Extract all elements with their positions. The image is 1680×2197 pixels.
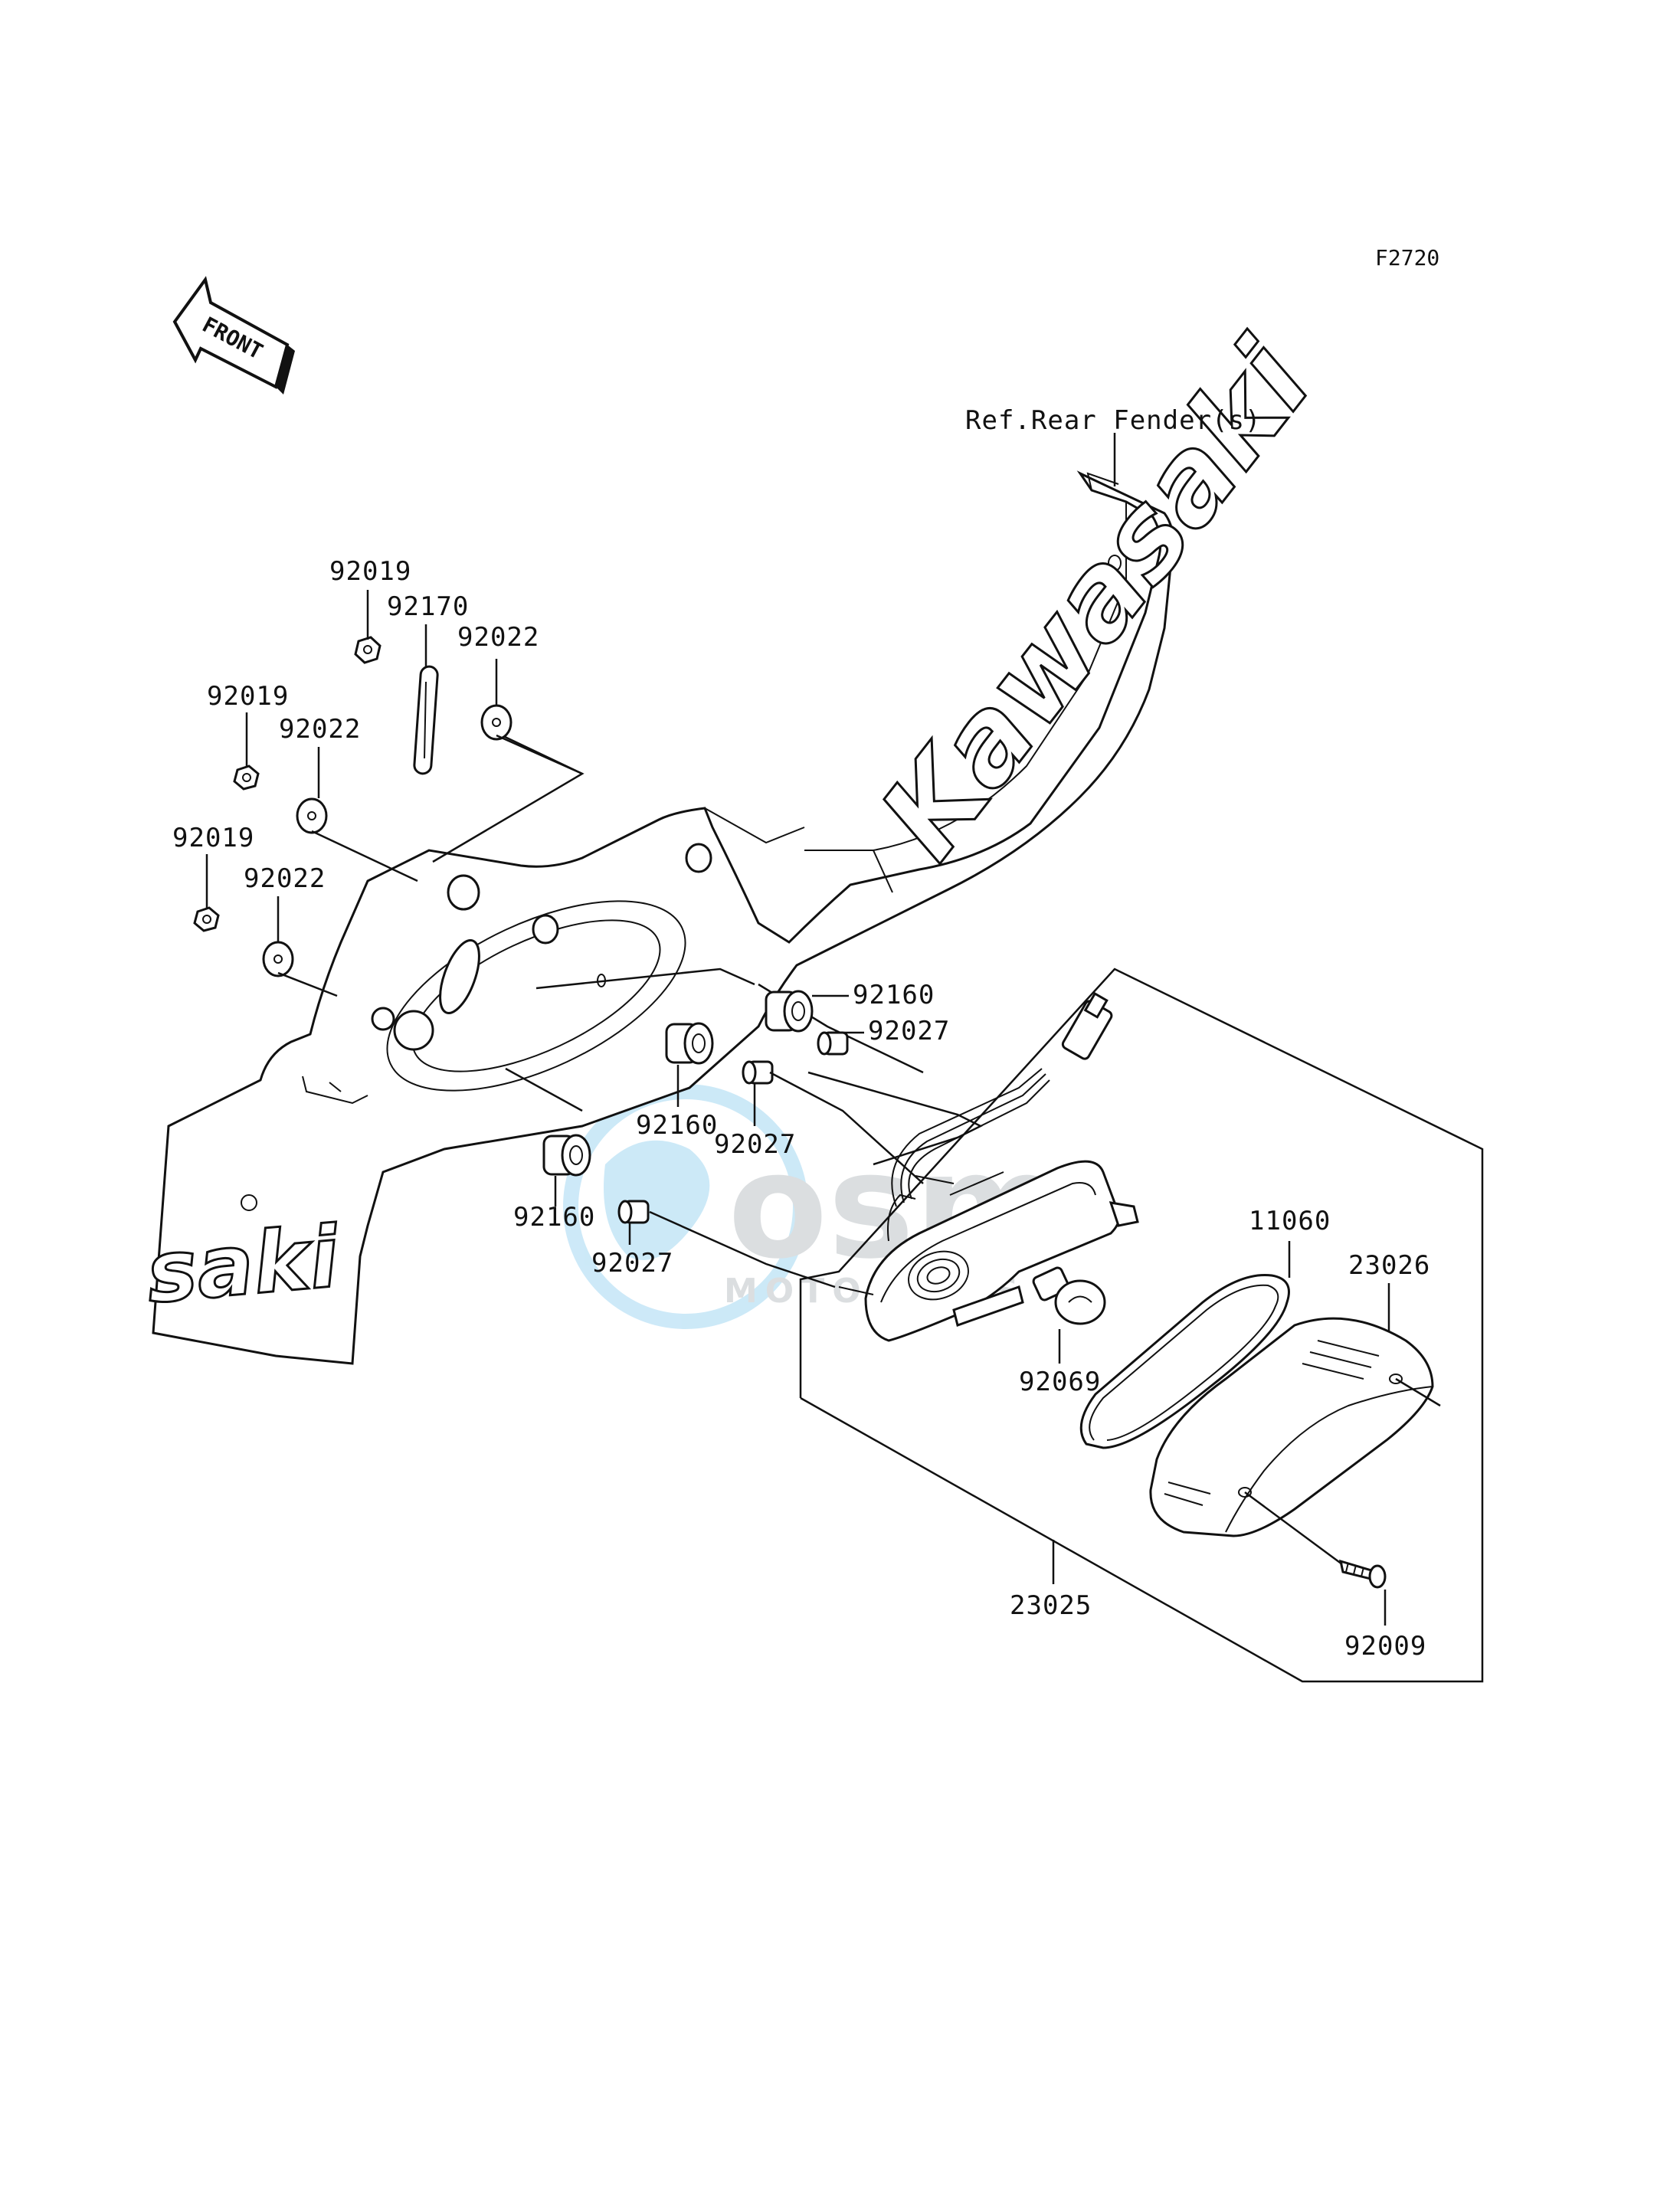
front-arrow-icon: FRONT [172,276,295,395]
part-label-92019-top: 92019 [329,556,411,587]
part-label-92019-mid: 92019 [207,681,289,712]
part-label-92160-low: 92160 [513,1202,595,1233]
fender-brand-mark-partial: saki [142,1207,343,1321]
part-label-92069: 92069 [1019,1367,1101,1397]
part-label-92027-low: 92027 [591,1248,673,1279]
part-label-92022-mid: 92022 [279,714,361,745]
part-label-11060: 11060 [1249,1206,1331,1236]
lens [1149,1317,1434,1537]
part-label-92160-upper: 92160 [853,980,935,1010]
part-label-92027-upper: 92027 [868,1016,950,1046]
part-label-92009: 92009 [1344,1631,1426,1662]
figure-code: F2720 [1375,245,1439,270]
gasket [1079,1273,1290,1449]
bulb [1032,1266,1106,1325]
tail-light-housing [838,992,1139,1342]
part-label-23026: 23026 [1348,1250,1430,1281]
part-label-92160-mid: 92160 [636,1110,718,1141]
part-label-92022-top: 92022 [457,622,539,653]
part-labels: 92019 92170 92022 92019 92022 92019 9202… [172,556,1430,1662]
part-label-23025: 23025 [1010,1590,1092,1621]
part-label-92022-low: 92022 [244,863,326,894]
part-label-92019-low: 92019 [172,823,254,853]
grommets-collars [542,990,849,1224]
screw [1339,1559,1387,1589]
hardware [193,636,513,977]
part-label-92170: 92170 [387,591,469,622]
part-label-92027-mid: 92027 [714,1129,796,1160]
fender-brand-mark: Kawasaki [855,316,1338,882]
leader-lines [205,590,1441,1626]
reference-label: Ref.Rear Fender(s) [965,405,1261,436]
